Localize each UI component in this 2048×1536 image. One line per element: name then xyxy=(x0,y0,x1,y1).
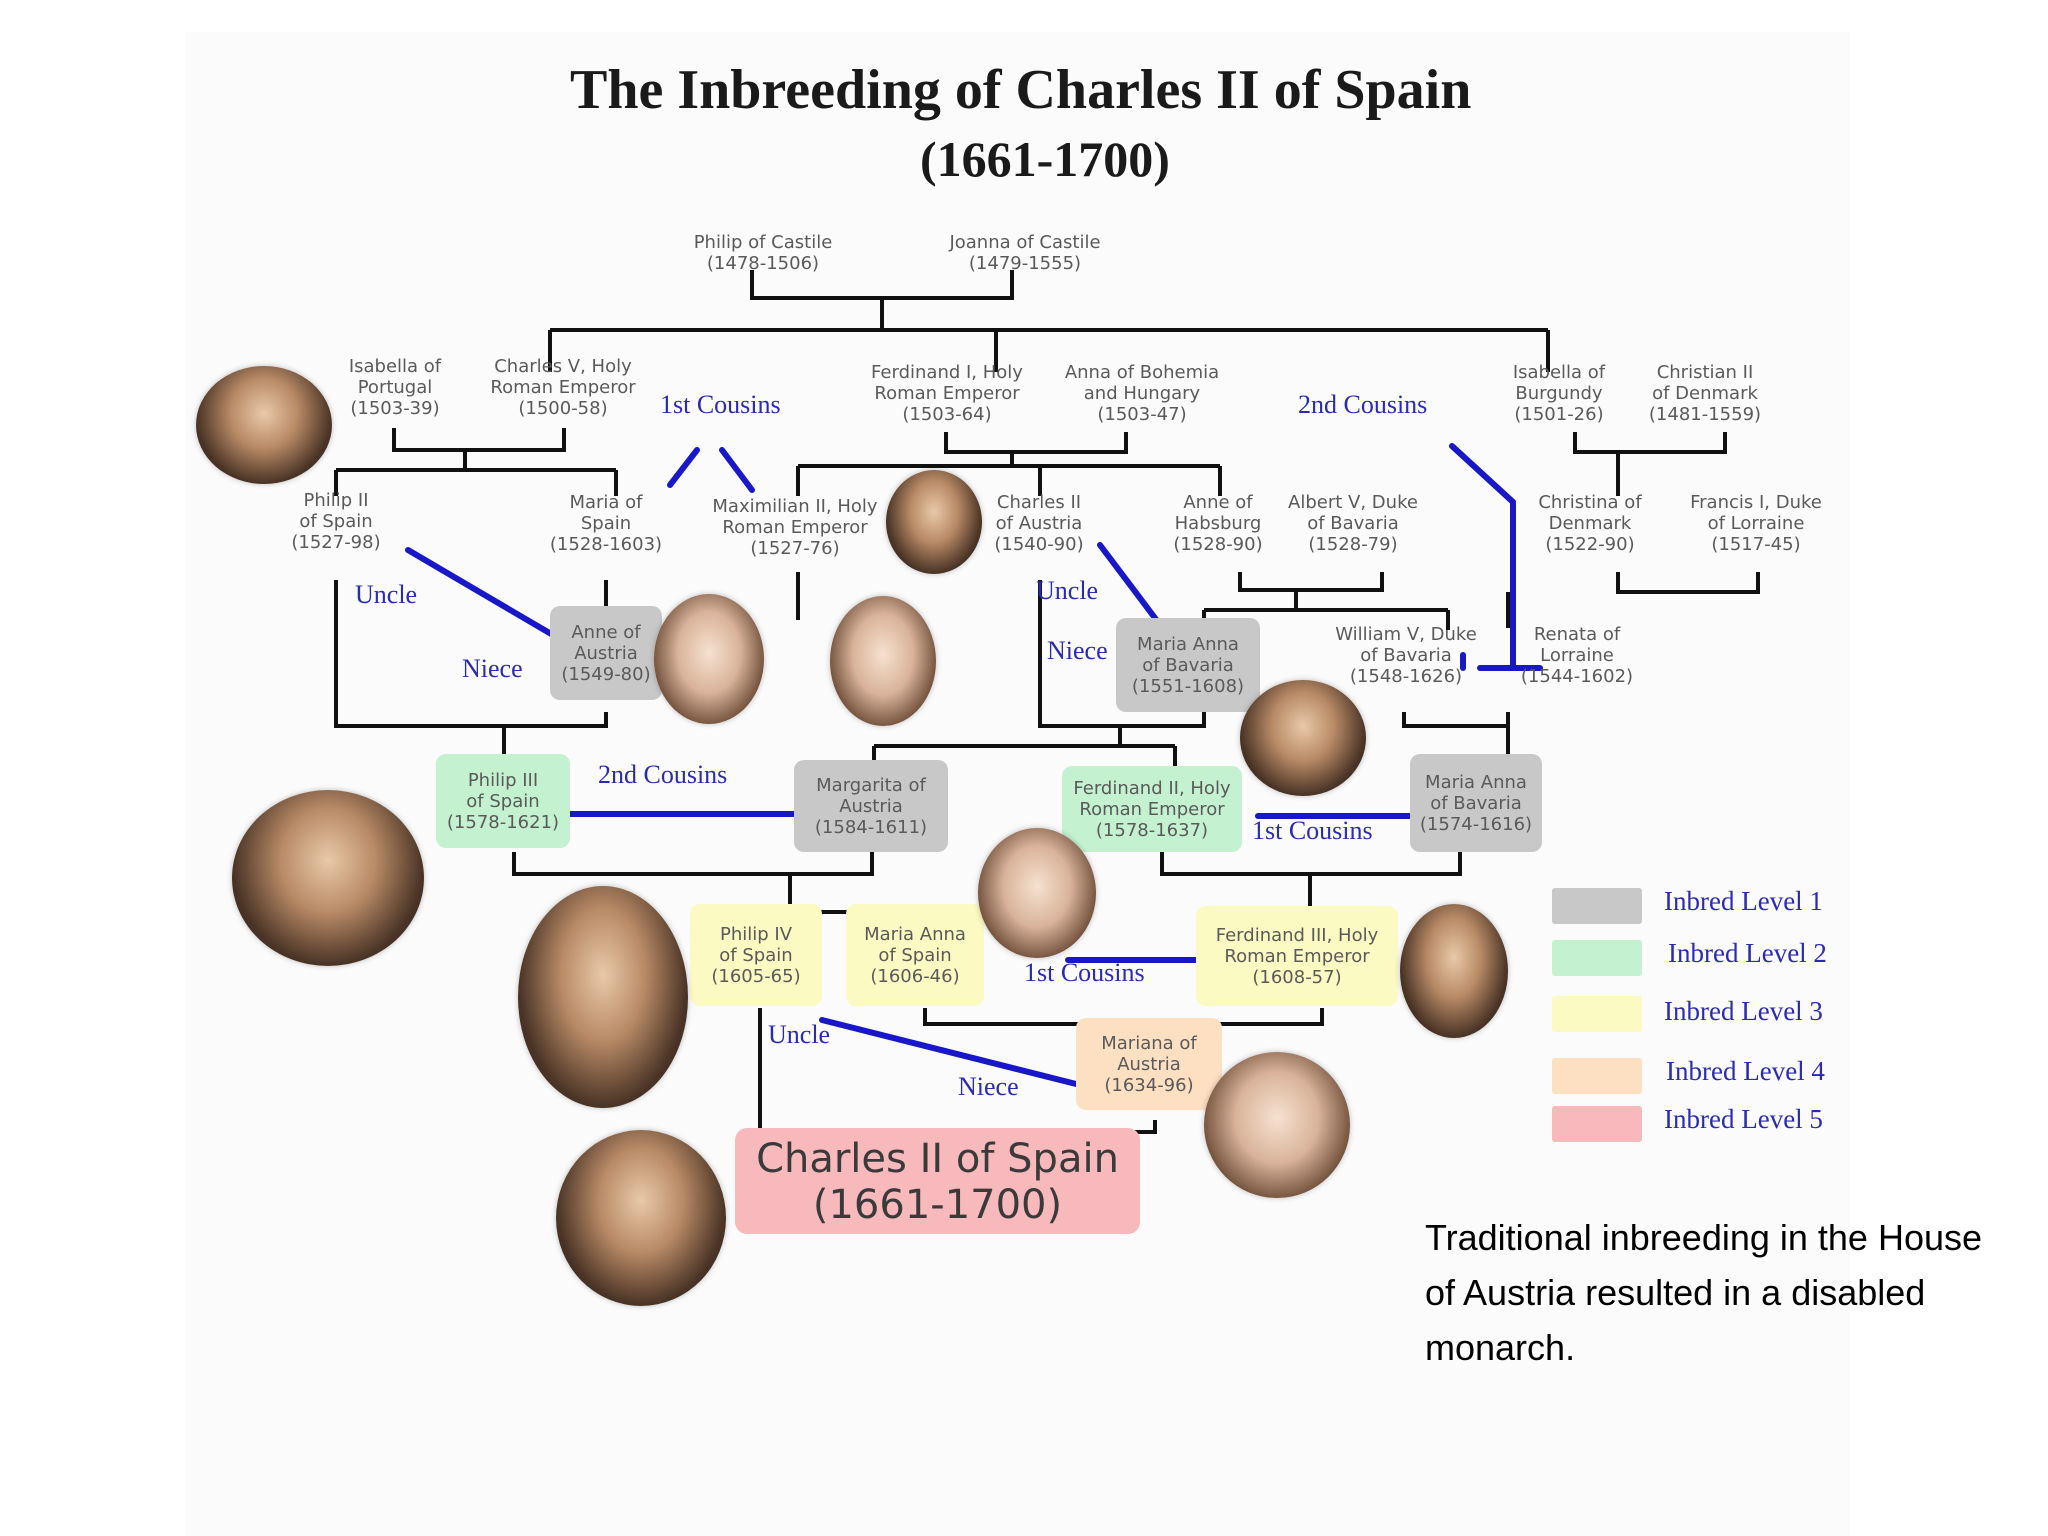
person-philip-ii: Philip II of Spain (1527-98) xyxy=(291,490,381,553)
portrait-philip-iii-image xyxy=(232,790,424,966)
portrait-philip-ii-image xyxy=(196,366,332,484)
person-anne-of-austria: Anne of Austria (1549-80) xyxy=(550,606,662,700)
person-maria-anna-of-bavaria-1551: Maria Anna of Bavaria (1551-1608) xyxy=(1116,618,1260,712)
relation-uncle-mid: Uncle xyxy=(1036,576,1099,605)
portrait-philip-iv-image xyxy=(518,886,688,1108)
portrait-margarita-image xyxy=(830,596,936,726)
person-maria-anna-of-bavaria-1574: Maria Anna of Bavaria (1574-1616) xyxy=(1410,754,1542,852)
legend-label-level-4: Inbred Level 4 xyxy=(1666,1056,1825,1086)
person-charles-ii-of-spain: Charles II of Spain (1661-1700) xyxy=(735,1128,1140,1234)
legend-swatch-level-3 xyxy=(1552,996,1642,1032)
person-charles-v: Charles V, Holy Roman Emperor (1500-58) xyxy=(490,356,636,419)
portrait-anne-of-austria-image xyxy=(654,594,764,724)
caption-text: Traditional inbreeding in the House of A… xyxy=(1425,1217,1983,1368)
portrait-charles-ii-austria-image xyxy=(886,470,982,574)
person-christina-of-denmark: Christina of Denmark (1522-90) xyxy=(1538,492,1642,555)
legend-swatch-level-1 xyxy=(1552,888,1642,924)
person-ferdinand-i: Ferdinand I, Holy Roman Emperor (1503-64… xyxy=(871,362,1023,425)
person-renata-of-lorraine: Renata of Lorraine (1544-1602) xyxy=(1520,624,1634,687)
legend-swatch-level-2 xyxy=(1552,940,1642,976)
person-philip-of-castile: Philip of Castile (1478-1506) xyxy=(693,232,833,274)
person-albert-v: Albert V, Duke of Bavaria (1528-79) xyxy=(1288,492,1418,555)
person-charles-ii-of-austria: Charles II of Austria (1540-90) xyxy=(994,492,1084,555)
legend-label-level-5: Inbred Level 5 xyxy=(1664,1104,1823,1134)
relation-1st-cousins-low: 1st Cousins xyxy=(1024,958,1145,987)
legend-label-level-3: Inbred Level 3 xyxy=(1664,996,1823,1026)
person-ferdinand-ii: Ferdinand II, Holy Roman Emperor (1578-1… xyxy=(1062,766,1242,852)
person-margarita-of-austria: Margarita of Austria (1584-1611) xyxy=(794,760,948,852)
legend-swatch-level-5 xyxy=(1552,1106,1642,1142)
legend-label-level-2: Inbred Level 2 xyxy=(1668,938,1827,968)
person-ferdinand-iii: Ferdinand III, Holy Roman Emperor (1608-… xyxy=(1196,906,1398,1006)
relation-1st-cousins-mid: 1st Cousins xyxy=(1252,816,1373,845)
person-maria-of-spain: Maria of Spain (1528-1603) xyxy=(549,492,663,555)
portrait-charles-ii-spain-image xyxy=(556,1130,726,1306)
person-isabella-of-portugal: Isabella of Portugal (1503-39) xyxy=(348,356,442,419)
portrait-maria-anna-of-spain-image xyxy=(978,828,1096,958)
relation-niece-low: Niece xyxy=(958,1072,1019,1101)
relation-uncle-low: Uncle xyxy=(768,1020,831,1049)
relation-uncle-left: Uncle xyxy=(355,580,418,609)
relation-niece-mid: Niece xyxy=(1047,636,1108,665)
person-christian-ii: Christian II of Denmark (1481-1559) xyxy=(1648,362,1762,425)
relation-1st-cousins-top: 1st Cousins xyxy=(660,390,781,419)
relation-2nd-cousins-mid: 2nd Cousins xyxy=(598,760,728,789)
tree-connectors xyxy=(334,270,1760,1150)
portrait-mariana-image xyxy=(1204,1052,1350,1198)
person-philip-iii: Philip III of Spain (1578-1621) xyxy=(436,754,570,848)
portrait-ferdinand-ii-image xyxy=(1240,680,1366,796)
relation-lines xyxy=(405,443,1543,1093)
person-isabella-of-burgundy: Isabella of Burgundy (1501-26) xyxy=(1512,362,1606,425)
person-william-v: William V, Duke of Bavaria (1548-1626) xyxy=(1335,624,1477,687)
person-mariana-of-austria: Mariana of Austria (1634-96) xyxy=(1076,1018,1222,1110)
person-maria-anna-of-spain: Maria Anna of Spain (1606-46) xyxy=(846,904,984,1006)
person-anna-of-bohemia: Anna of Bohemia and Hungary (1503-47) xyxy=(1064,362,1220,425)
person-philip-iv: Philip IV of Spain (1605-65) xyxy=(690,904,822,1006)
portrait-ferdinand-iii-image xyxy=(1400,904,1508,1038)
person-joanna-of-castile: Joanna of Castile (1479-1555) xyxy=(949,232,1101,274)
relation-2nd-cousins-top: 2nd Cousins xyxy=(1298,390,1428,419)
charles-ii-name: Charles II of Spain xyxy=(756,1136,1119,1182)
relation-niece-left: Niece xyxy=(462,654,523,683)
charles-ii-dates: (1661-1700) xyxy=(812,1182,1063,1228)
legend-swatch-level-4 xyxy=(1552,1058,1642,1094)
person-anne-of-habsburg: Anne of Habsburg (1528-90) xyxy=(1173,492,1263,555)
person-francis-i: Francis I, Duke of Lorraine (1517-45) xyxy=(1690,492,1822,555)
person-maximilian-ii: Maximilian II, Holy Roman Emperor (1527-… xyxy=(712,496,878,559)
legend-label-level-1: Inbred Level 1 xyxy=(1664,886,1823,916)
